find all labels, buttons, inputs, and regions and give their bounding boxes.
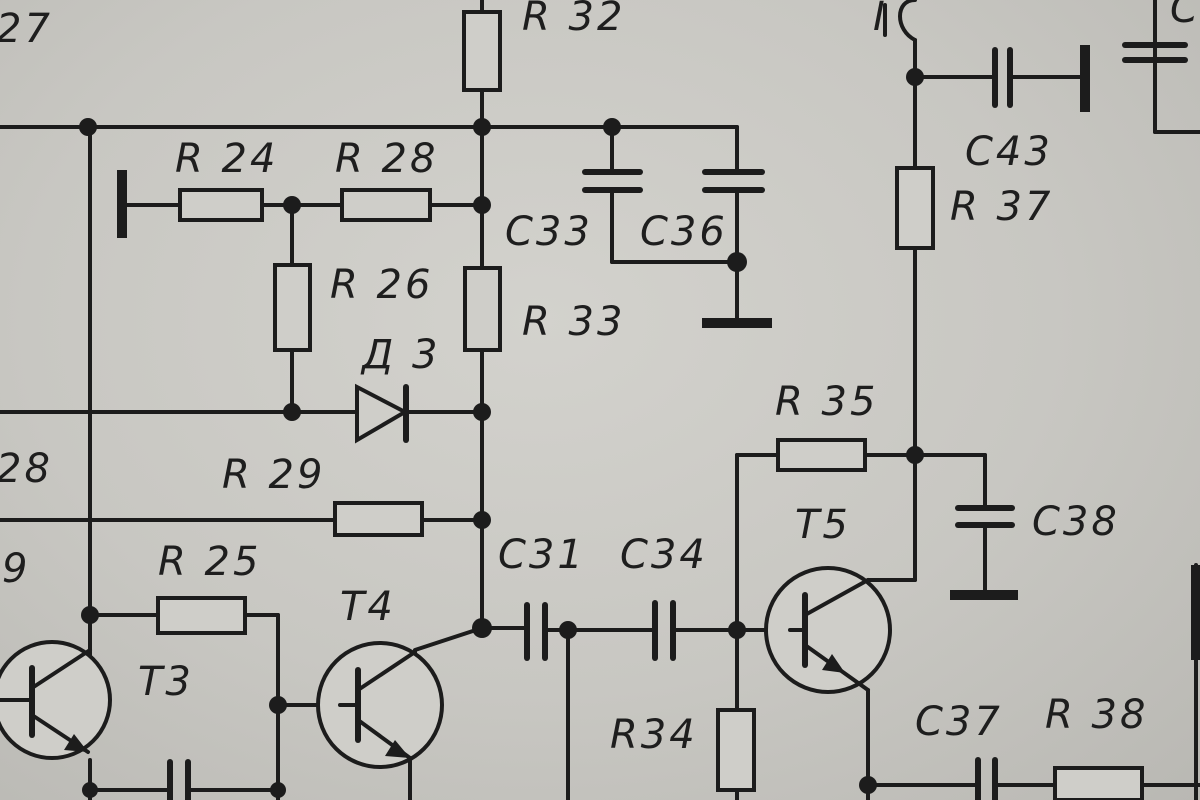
- capacitors: [167, 42, 1188, 800]
- resistor-r38: [1053, 766, 1144, 800]
- label-t3: T3: [138, 659, 194, 705]
- label-top-fragment: I: [873, 0, 888, 40]
- label-r28-fragment: 28: [0, 446, 53, 492]
- label-r26: R 26: [330, 262, 433, 308]
- label-r27-fragment: 27: [0, 6, 53, 52]
- resistor-r32: [462, 10, 502, 92]
- label-r25: R 25: [158, 539, 261, 585]
- resistor-r34: [716, 708, 756, 792]
- transistor-t4: [316, 641, 444, 769]
- capacitor-top-right-fragment: [1122, 42, 1188, 63]
- label-c31: C31: [498, 532, 586, 578]
- capacitor-c37: [975, 757, 998, 800]
- label-c33: C33: [505, 209, 593, 255]
- label-t4: T4: [340, 584, 396, 630]
- label-r33: R 33: [522, 299, 625, 345]
- capacitor-c33: [582, 169, 643, 193]
- junctions: [79, 68, 924, 798]
- resistor-r35: [776, 438, 867, 472]
- resistor-r37: [895, 166, 935, 250]
- label-r34: R34: [610, 712, 698, 758]
- label-c37: C37: [915, 699, 1003, 745]
- label-c34: C34: [620, 532, 708, 578]
- label-r38: R 38: [1045, 692, 1148, 738]
- label-r32: R 32: [522, 0, 625, 40]
- label-r37: R 37: [950, 184, 1053, 230]
- label-c36: C36: [640, 209, 728, 255]
- transistor-t5: [764, 566, 892, 694]
- label-r35: R 35: [775, 379, 878, 425]
- inductor-fragment: [898, 0, 917, 42]
- resistors: [156, 10, 1144, 800]
- capacitor-c38: [955, 505, 1015, 528]
- grounds: [117, 45, 1200, 660]
- capacitor-c43: [992, 47, 1013, 108]
- component-labels: 27 R 32 R 24 R 28 R 26 R 33 C33 C36 Д 3 …: [0, 0, 1200, 758]
- diode-d3: [355, 383, 410, 444]
- transistor-t3: [0, 640, 112, 760]
- label-r29: R 29: [222, 452, 325, 498]
- resistor-r25: [156, 596, 247, 635]
- label-c43: C43: [965, 129, 1053, 175]
- capacitor-c31: [524, 602, 548, 661]
- label-r29-fragment: 9: [2, 546, 30, 592]
- resistor-r26: [273, 263, 312, 352]
- label-t5: T5: [795, 502, 851, 548]
- resistor-r24: [178, 188, 264, 222]
- label-r24: R 24: [175, 136, 278, 182]
- label-r28: R 28: [335, 136, 438, 182]
- capacitor-c34: [652, 600, 676, 661]
- resistor-r28: [340, 188, 432, 222]
- label-c38: C38: [1032, 499, 1120, 545]
- resistor-r33: [463, 266, 502, 352]
- resistor-r29: [333, 501, 424, 537]
- wire-t4-collector: [413, 626, 484, 652]
- capacitor-c36: [702, 169, 765, 193]
- label-c-fragment: C: [1170, 0, 1200, 32]
- capacitor-bottom-left: [167, 759, 191, 800]
- label-d3: Д 3: [360, 332, 440, 378]
